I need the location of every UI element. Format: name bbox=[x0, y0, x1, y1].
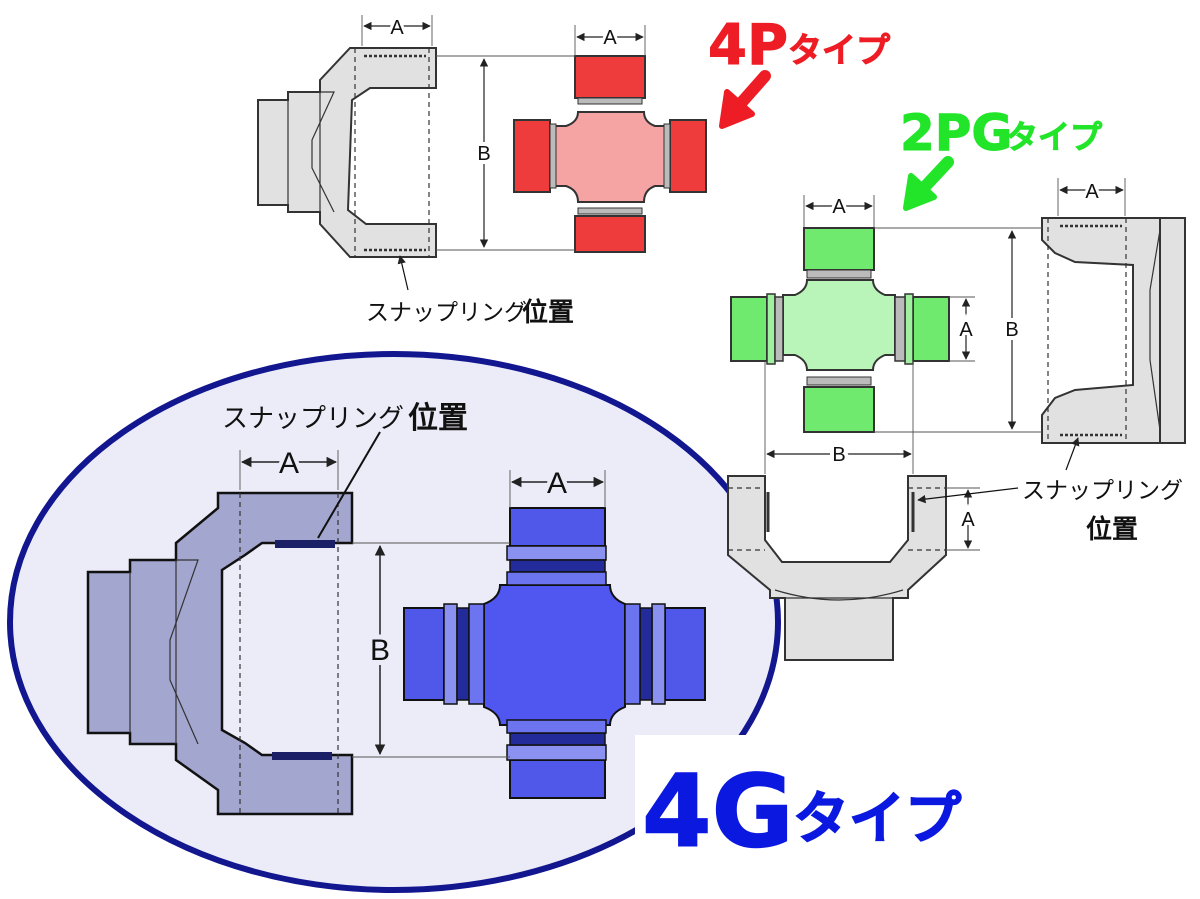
type-2pg-yoke-top bbox=[1041, 217, 1186, 444]
type-4g-position-text: 位置 bbox=[408, 401, 468, 436]
type-4p-yoke bbox=[257, 47, 437, 258]
type-4p-yoke-dim-a: A bbox=[390, 17, 404, 39]
type-2pg-panel: A A A B B A スナップリング bbox=[727, 104, 1186, 661]
type-4g-snap-ring-bottom bbox=[272, 752, 332, 760]
type-4g-snap-ring-label: スナップリング 位置 bbox=[222, 401, 468, 539]
type-2pg-yoke-dim-a: A bbox=[1085, 181, 1099, 203]
type-4g-panel: A A B スナップリング 位置 4G タイプ bbox=[7, 351, 980, 893]
type-4g-title-bg bbox=[635, 735, 980, 880]
type-4g-snap-ring-text: スナップリング bbox=[222, 404, 404, 434]
type-4g-cross bbox=[403, 507, 706, 799]
type-2pg-cross bbox=[730, 227, 950, 433]
type-4g-title-main: 4G bbox=[642, 753, 794, 870]
type-2pg-yoke-bottom bbox=[727, 475, 947, 661]
type-2pg-yoke-dim-a-vertical: A bbox=[961, 509, 975, 531]
type-2pg-arrow-icon bbox=[903, 156, 954, 211]
type-2pg-position-text: 位置 bbox=[1086, 514, 1138, 545]
type-4p-cross-dim-a: A bbox=[603, 27, 617, 49]
type-4g-snap-ring-top bbox=[275, 540, 335, 548]
type-4p-dimensions: A A B bbox=[361, 14, 646, 251]
type-4g-title-suffix: タイプ bbox=[793, 787, 961, 852]
type-2pg-dim-b-vertical: B bbox=[1005, 319, 1018, 341]
type-4p-arrow-icon bbox=[719, 70, 771, 129]
type-4p-snap-ring-text: スナップリング bbox=[366, 300, 527, 326]
type-4p-snap-ring-label: スナップリング 位置 bbox=[366, 255, 574, 328]
type-4p-title-main: 4P bbox=[708, 13, 788, 78]
type-4p-title-suffix: タイプ bbox=[788, 31, 890, 71]
type-4p-panel: A A B スナップリング 位置 4P タイプ bbox=[257, 13, 891, 328]
type-2pg-title-main: 2PG bbox=[900, 104, 1012, 162]
type-4g-dim-b: B bbox=[370, 634, 390, 667]
type-2pg-cross-dim-a: A bbox=[832, 196, 846, 218]
type-4g-yoke bbox=[86, 491, 354, 816]
type-2pg-dim-b-horizontal: B bbox=[832, 444, 845, 466]
type-2pg-dimensions: A A A B B A bbox=[764, 178, 1126, 551]
type-4p-cross bbox=[513, 55, 707, 253]
type-2pg-cross-dim-a-vertical: A bbox=[959, 319, 973, 341]
type-4g-yoke-dim-a: A bbox=[279, 447, 299, 480]
type-4p-position-text: 位置 bbox=[522, 297, 574, 328]
type-2pg-title-suffix: タイプ bbox=[1006, 118, 1103, 156]
type-4g-dimensions: A A B bbox=[239, 443, 606, 758]
type-4g-cross-dim-a: A bbox=[547, 467, 567, 500]
type-2pg-snap-ring-label: スナップリング 位置 bbox=[917, 437, 1183, 545]
type-2pg-snap-ring-text: スナップリング bbox=[1022, 478, 1183, 504]
type-4p-dim-b: B bbox=[477, 143, 490, 165]
